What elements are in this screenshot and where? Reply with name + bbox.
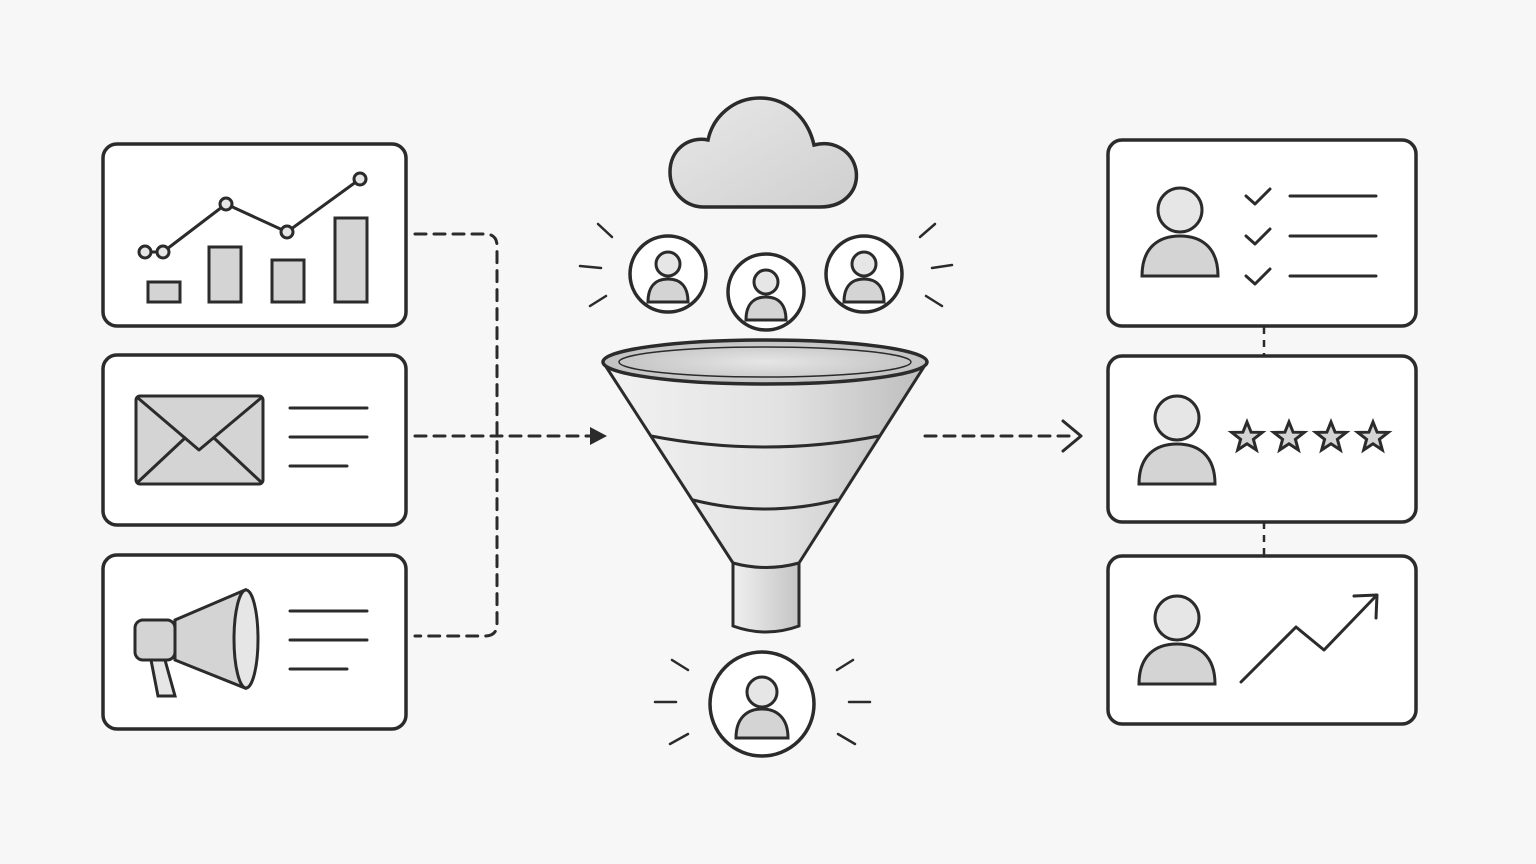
chart-icon xyxy=(137,171,369,304)
checklist-icon xyxy=(1244,187,1378,286)
star-icon xyxy=(1227,417,1267,454)
star-rating-icon xyxy=(1227,417,1393,454)
output-connector xyxy=(923,419,1083,453)
trend-up-icon xyxy=(1239,593,1379,684)
output-card-growth xyxy=(1106,554,1418,726)
incoming-person-3 xyxy=(824,234,904,314)
arrowhead-to-funnel xyxy=(590,427,607,445)
output-card-rating xyxy=(1106,354,1418,524)
cloud-icon xyxy=(668,96,859,209)
funnel-icon xyxy=(601,338,929,634)
outgoing-rays xyxy=(653,658,872,746)
advertising-text-lines xyxy=(288,609,369,671)
star-icon xyxy=(1269,417,1309,454)
email-text-lines xyxy=(288,406,369,468)
incoming-person-2 xyxy=(726,252,806,332)
person-icon xyxy=(1140,186,1220,278)
incoming-person-1 xyxy=(628,234,708,314)
input-card-advertising xyxy=(101,553,408,731)
star-icon xyxy=(1311,417,1351,454)
input-card-analytics xyxy=(101,142,408,328)
output-card-profile xyxy=(1106,138,1418,328)
person-icon xyxy=(1137,594,1217,686)
input-card-email xyxy=(101,353,408,527)
envelope-icon xyxy=(134,394,265,486)
star-icon xyxy=(1353,417,1393,454)
person-icon xyxy=(1137,394,1217,486)
megaphone-icon xyxy=(133,587,260,698)
input-connectors xyxy=(413,232,607,638)
qualified-person xyxy=(708,650,816,758)
incoming-rays xyxy=(578,222,954,308)
